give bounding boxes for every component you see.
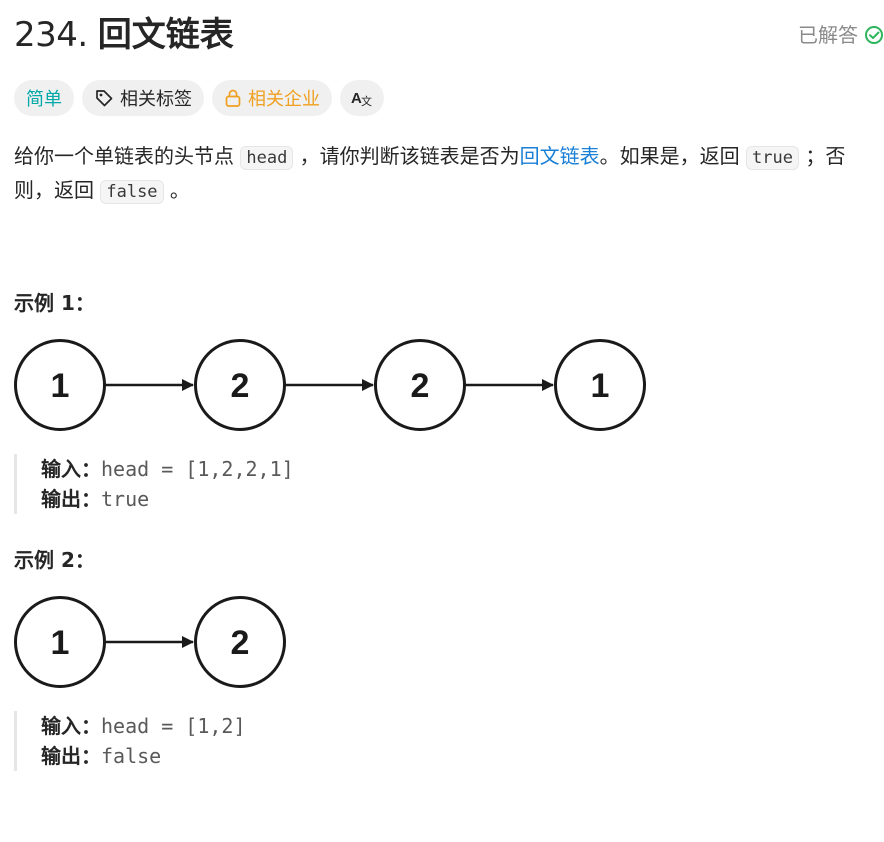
- list-node: 1: [554, 339, 646, 431]
- statement-text: ，请你判断该链表是否为: [293, 144, 520, 168]
- solved-label: 已解答: [798, 23, 858, 47]
- node-value: 2: [231, 367, 250, 405]
- input-value: head = [1,2,2,1]: [101, 457, 294, 481]
- topics-tag-button[interactable]: 相关标签: [82, 80, 204, 116]
- example-2-output: 输出：false: [41, 741, 246, 771]
- list-node: 2: [194, 596, 286, 688]
- output-value: false: [101, 744, 162, 768]
- input-label: 输入：: [41, 714, 101, 738]
- companies-tag-button[interactable]: 相关企业: [212, 80, 332, 116]
- inline-code-false: false: [100, 180, 164, 204]
- lock-icon: [224, 88, 242, 108]
- inline-code-true: true: [746, 146, 799, 170]
- output-label: 输出：: [41, 744, 101, 768]
- output-label: 输出：: [41, 487, 101, 511]
- difficulty-tag[interactable]: 简单: [14, 80, 74, 116]
- svg-text:A: A: [351, 90, 362, 107]
- example-1-heading: 示例 1：: [14, 291, 95, 315]
- example-1-io-block: 输入：head = [1,2,2,1] 输出：true: [14, 454, 294, 514]
- input-label: 输入：: [41, 457, 101, 481]
- node-value: 1: [51, 367, 70, 405]
- example-1-output: 输出：true: [41, 484, 294, 514]
- inline-code-head: head: [240, 146, 294, 170]
- example-1-input: 输入：head = [1,2,2,1]: [41, 454, 294, 484]
- problem-statement: 给你一个单链表的头节点 head ，请你判断该链表是否为回文链表。如果是，返回 …: [14, 140, 880, 208]
- node-value: 2: [411, 367, 430, 405]
- problem-title[interactable]: 回文链表: [97, 15, 234, 55]
- translate-button[interactable]: A 文: [340, 80, 384, 116]
- topics-label: 相关标签: [120, 89, 192, 110]
- example-2-heading: 示例 2：: [14, 548, 95, 572]
- list-node: 2: [194, 339, 286, 431]
- check-circle-icon: [864, 25, 884, 45]
- svg-text:文: 文: [361, 94, 372, 108]
- output-value: true: [101, 487, 150, 511]
- translate-icon: A 文: [351, 88, 373, 108]
- problem-number: 234.: [14, 15, 88, 55]
- example-1-linked-list-diagram: 1 2 2 1: [14, 339, 646, 431]
- solved-status[interactable]: 已解答: [798, 20, 884, 50]
- statement-text: 。如果是，返回: [599, 144, 747, 168]
- input-value: head = [1,2]: [101, 714, 246, 738]
- tag-icon: [94, 88, 114, 108]
- difficulty-label: 简单: [26, 89, 62, 110]
- list-node: 1: [14, 596, 106, 688]
- statement-text: ；否则，返回: [14, 144, 846, 202]
- example-2-io-block: 输入：head = [1,2] 输出：false: [14, 711, 246, 771]
- example-2-input: 输入：head = [1,2]: [41, 711, 246, 741]
- palindrome-link[interactable]: 回文链表: [519, 144, 600, 168]
- node-value: 1: [51, 624, 70, 662]
- list-node: 1: [14, 339, 106, 431]
- node-value: 2: [231, 624, 250, 662]
- companies-label: 相关企业: [248, 89, 320, 110]
- title-row: 234.回文链表 已解答: [14, 12, 884, 58]
- node-value: 1: [591, 367, 610, 405]
- statement-text: 。: [163, 178, 190, 202]
- example-2-linked-list-diagram: 1 2: [14, 596, 286, 688]
- tag-bar: 简单 相关标签 相关企业 A: [14, 80, 384, 116]
- statement-text: 给你一个单链表的头节点: [14, 144, 241, 168]
- list-node: 2: [374, 339, 466, 431]
